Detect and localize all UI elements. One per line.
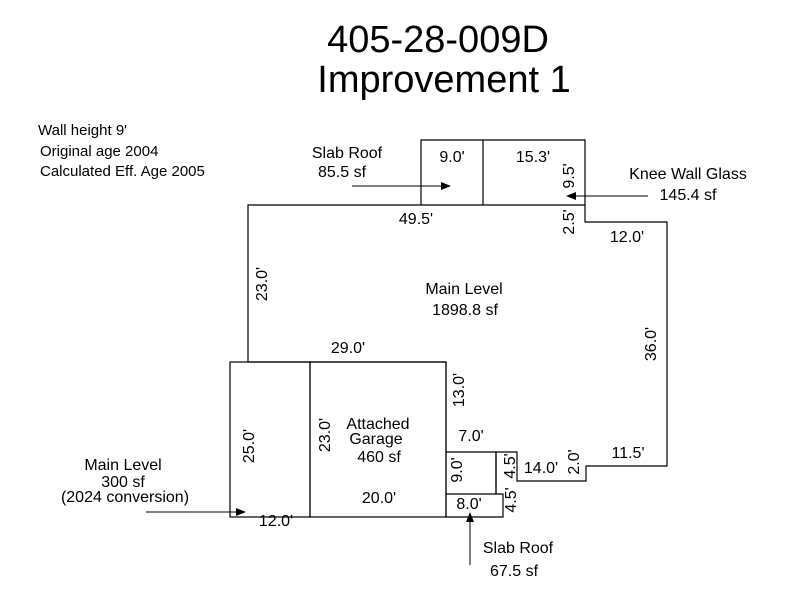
conversion-label: Main Level: [84, 457, 161, 474]
garage-outline: [309, 361, 447, 518]
knee-wall-label: Knee Wall Glass: [629, 166, 747, 183]
knee-wall-area: 145.4 sf: [660, 187, 717, 204]
dim-notch-bottom: 8.0': [456, 496, 481, 513]
dim-knee-width: 15.3': [516, 149, 550, 166]
dim-step-2: 2.0': [566, 449, 583, 474]
dim-notch-right: 4.5': [502, 453, 519, 478]
dim-knee-height: 9.5': [561, 163, 578, 188]
dim-step-14: 14.0': [524, 460, 558, 477]
bottom-slab-roof-outline: [446, 451, 497, 495]
bottom-slab-roof-label: Slab Roof: [483, 540, 554, 557]
dim-garage-left: 23.0': [317, 418, 334, 452]
bottom-slab-roof-arrowhead: [466, 512, 474, 522]
main-level-label: Main Level: [425, 281, 502, 298]
garage-area: 460 sf: [357, 449, 401, 466]
top-slab-roof-area: 85.5 sf: [318, 164, 367, 181]
bottom-slab-roof-area: 67.5 sf: [490, 563, 539, 580]
top-slab-roof-outline: [420, 139, 484, 205]
dim-left-wall: 23.0': [254, 267, 271, 301]
dim-right-wall: 36.0': [643, 327, 660, 361]
dim-notch-left: 9.0': [449, 457, 466, 482]
conversion-area: 300 sf: [101, 474, 145, 491]
knee-wall-arrowhead: [566, 192, 576, 200]
dim-bottom-right: 11.5': [611, 445, 644, 462]
conversion-note: (2024 conversion): [61, 489, 189, 506]
parcel-number: 405-28-009D: [327, 19, 549, 61]
dim-slab-bottom-side: 4.5': [503, 487, 520, 512]
improvement-title: Improvement 1: [317, 59, 570, 101]
conversion-arrowhead: [236, 508, 246, 516]
effective-age-text: Calculated Eff. Age 2005: [40, 163, 205, 180]
dim-top-wall: 49.5': [399, 211, 433, 228]
dim-step-small: 2.5': [561, 209, 578, 234]
dim-notch-top: 7.0': [458, 428, 483, 445]
top-slab-roof-arrowhead: [441, 182, 451, 190]
top-slab-roof-label: Slab Roof: [312, 145, 383, 162]
dim-step-right: 12.0': [610, 229, 644, 246]
garage-label-line2: Garage: [349, 431, 402, 448]
dim-conversion-height: 25.0': [241, 429, 258, 463]
garage-label-line1: Attached: [346, 416, 409, 433]
dim-garage-bottom: 20.0': [362, 490, 396, 507]
dim-top-slab-width: 9.0': [439, 149, 464, 166]
dim-conversion-bottom: 12.0': [259, 513, 293, 530]
wall-height-text: Wall height 9': [38, 122, 127, 139]
main-level-area: 1898.8 sf: [432, 302, 498, 319]
original-age-text: Original age 2004: [40, 143, 158, 160]
dim-garage-top: 29.0': [331, 340, 365, 357]
knee-wall-outline: [483, 139, 586, 205]
dim-garage-right: 13.0': [451, 373, 468, 407]
